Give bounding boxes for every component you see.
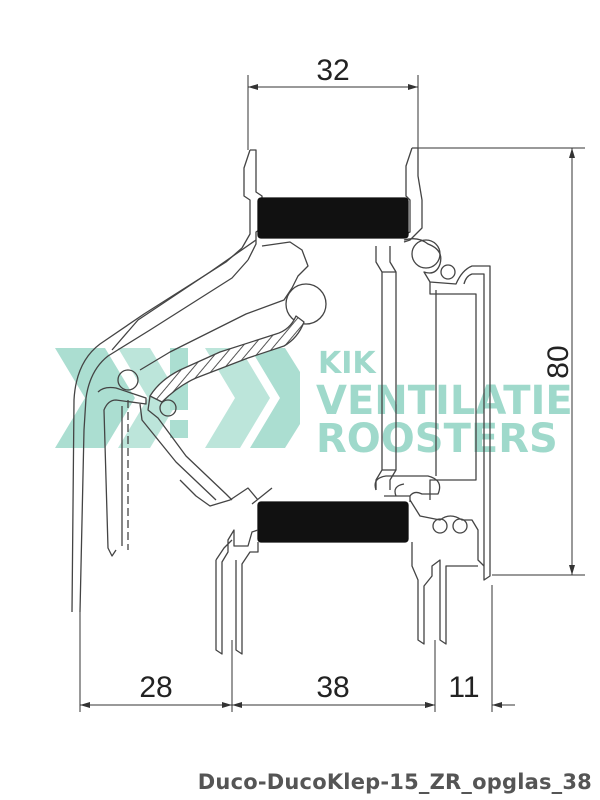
right-bottom-profile bbox=[409, 499, 485, 645]
right-bottom-bulb-2 bbox=[452, 518, 468, 534]
dim-label-bottom-right: 11 bbox=[448, 671, 479, 704]
right-top-bulb bbox=[411, 239, 441, 269]
watermark-line-1: KIK bbox=[318, 346, 377, 381]
watermark-line-2: VENTILATIE bbox=[316, 378, 573, 424]
flap-tip bbox=[97, 386, 147, 557]
center-clip bbox=[374, 475, 441, 502]
bottom-left-leg bbox=[215, 529, 259, 655]
top-gasket bbox=[257, 197, 409, 239]
watermark-logo bbox=[55, 348, 300, 448]
flap-bulb-upper bbox=[285, 283, 327, 325]
dim-label-bottom-left: 28 bbox=[139, 671, 172, 704]
watermark: KIK VENTILATIE ROOSTERS bbox=[55, 346, 573, 462]
dim-label-top: 32 bbox=[316, 54, 349, 87]
right-inner-rail bbox=[429, 282, 477, 500]
bottom-gasket bbox=[257, 501, 409, 543]
flap-lower-wedge bbox=[179, 479, 273, 507]
flap-lower-arm bbox=[139, 395, 233, 501]
drawing-caption: Duco-DucoKlep-15_ZR_opglas_38 bbox=[197, 770, 592, 794]
center-channel bbox=[375, 246, 397, 490]
upper-right-leg bbox=[401, 147, 423, 243]
dimensions bbox=[79, 75, 585, 712]
right-top-small-bulb bbox=[440, 264, 456, 280]
flap-inner bbox=[111, 239, 309, 371]
watermark-line-3: ROOSTERS bbox=[316, 416, 558, 462]
right-top-profile bbox=[403, 238, 491, 581]
profile bbox=[71, 147, 491, 655]
right-bottom-bulb bbox=[432, 518, 448, 534]
flap-outer bbox=[71, 247, 249, 613]
dim-label-right: 80 bbox=[542, 345, 575, 378]
flap-bulb-left bbox=[117, 369, 139, 391]
dim-label-bottom-middle: 38 bbox=[316, 671, 349, 704]
flap-bulb-mid bbox=[159, 399, 177, 417]
